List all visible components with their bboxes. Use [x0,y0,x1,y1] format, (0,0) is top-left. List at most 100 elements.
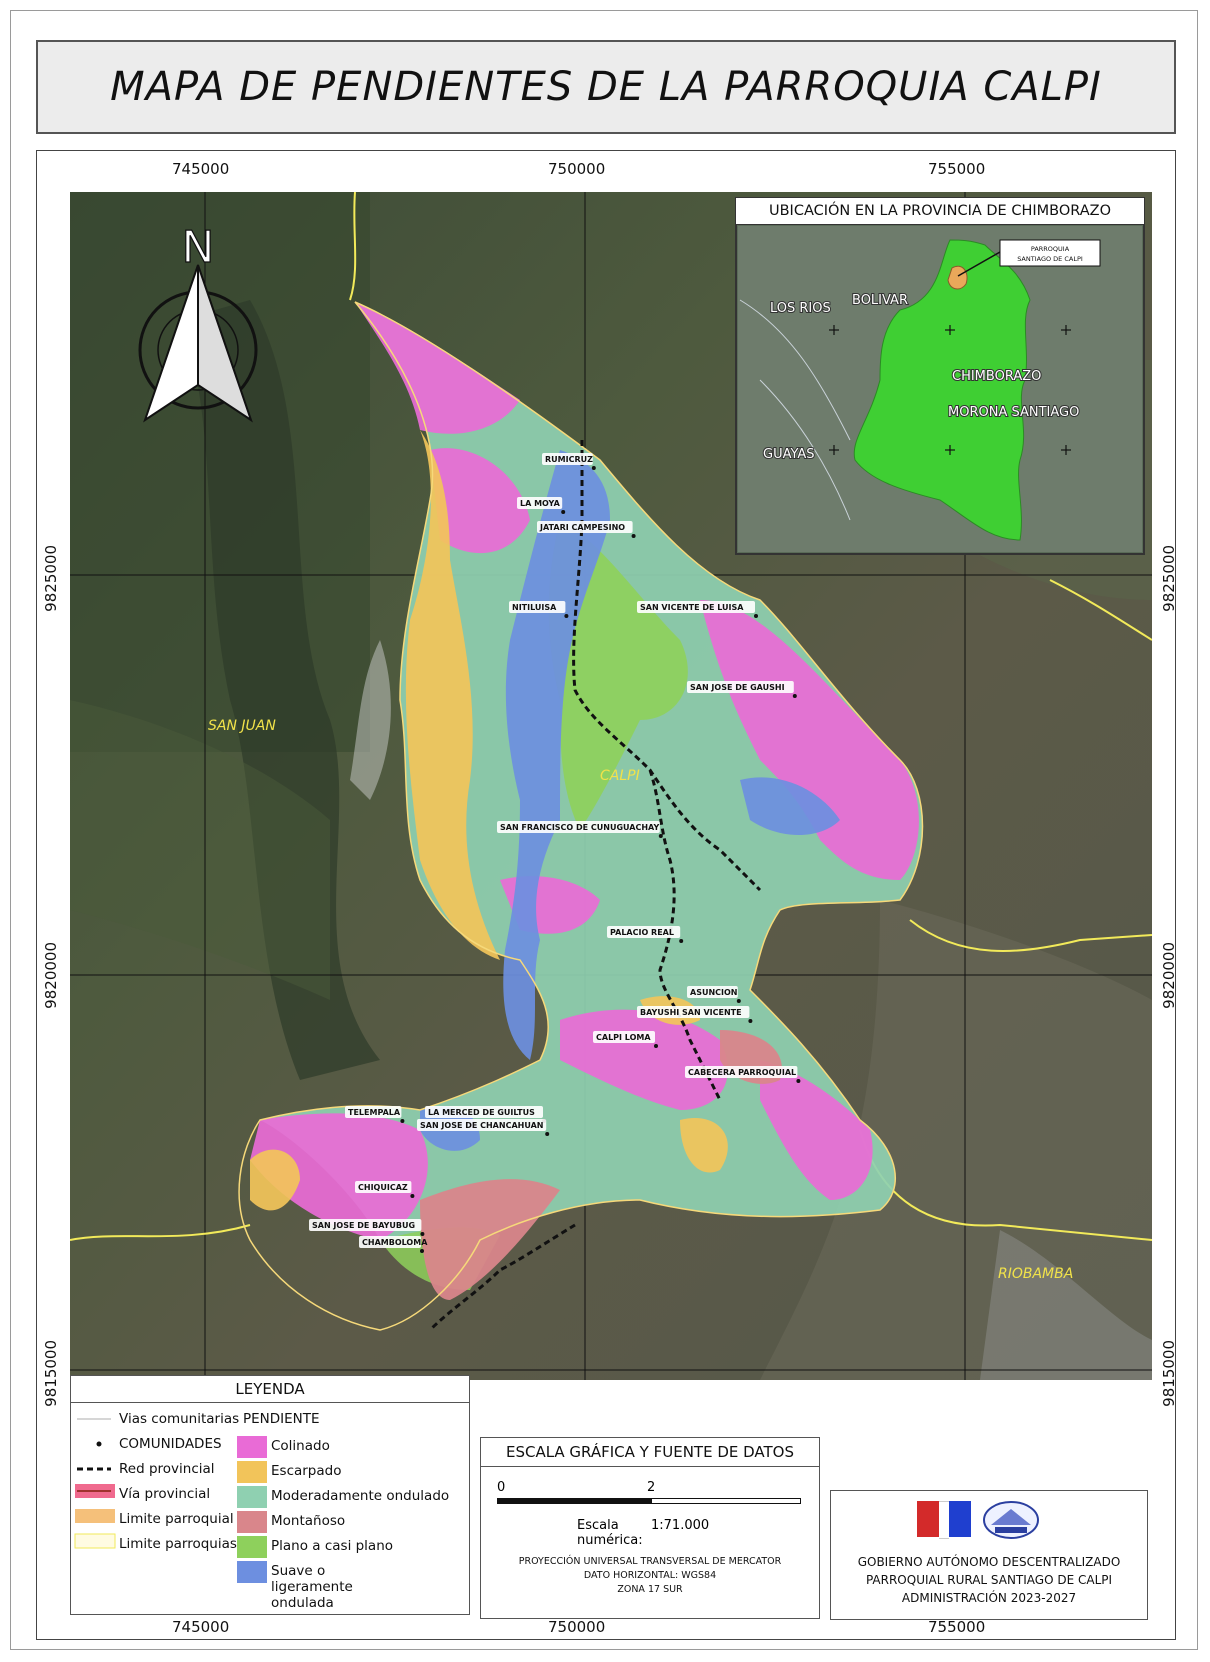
community-name: CHAMBOLOMA [362,1238,428,1247]
community-name: CABECERA PARROQUIAL [688,1068,796,1077]
institution-line-2: PARROQUIAL RURAL SANTIAGO DE CALPI [865,1573,1113,1587]
legend-class-label: Suave o ligeramente ondulada [271,1563,353,1611]
legend-pendiente-title: PENDIENTE [243,1411,320,1427]
community-point-icon [420,1232,425,1236]
community-point-icon [410,1194,415,1198]
legend-class-label: Colinado [271,1438,330,1454]
proj-line-3: ZONA 17 SUR [617,1584,683,1595]
coord-bottom-1: 745000 [172,1618,230,1636]
scale-escala-label: Escala numérica: [577,1518,643,1548]
inset-label-morona: MORONA SANTIAGO [948,405,1079,420]
community-point-icon [564,614,569,618]
proj-line-2: DATO HORIZONTAL: WGS84 [583,1570,717,1581]
inset-label-bolivar: BOLIVAR [852,293,908,308]
legend-swatch [237,1486,267,1508]
slope-montanoso [420,1179,560,1300]
legend-class-label: Plano a casi plano [271,1538,394,1554]
community-label: CHAMBOLOMA [359,1236,428,1253]
slope-colinado [760,1060,873,1200]
legend-class-label: Moderadamente ondulado [271,1488,450,1504]
community-name: SAN VICENTE DE LUISA [640,603,744,612]
red-provincial [428,440,762,1332]
map-title: MAPA DE PENDIENTES DE LA PARROQUIA CALPI [110,64,1102,110]
inset-label-guayas: GUAYAS [763,447,815,462]
community-name: ASUNCION [690,988,738,997]
map-frame [36,150,1176,1640]
scale-bar [497,1498,651,1504]
community-label: PALACIO REAL [607,926,684,943]
legend-swatch [237,1561,267,1583]
community-point-icon [420,1249,424,1253]
community-name: BAYUSHI SAN VICENTE [640,1008,742,1017]
legend-swatch [237,1511,267,1533]
page-frame [10,10,1198,1650]
slope-suave [740,777,840,835]
community-label: SAN JOSE DE BAYUBUG [309,1219,425,1236]
community-name: LA MOYA [520,499,561,508]
coord-bottom-2: 750000 [548,1618,606,1636]
proj-line-1: PROYECCIÓN UNIVERSAL TRANSVERSAL DE MERC… [518,1556,782,1567]
coord-top-3: 755000 [928,160,986,178]
community-name: TELEMPALA [348,1108,401,1117]
legend-class-label: Montañoso [271,1513,346,1529]
community-label: ASUNCION [687,986,741,1003]
community-label: SAN VICENTE DE LUISA [637,601,758,618]
legend-swatch [237,1536,267,1558]
community-name: RUMICRUZ [545,455,593,464]
north-letter: N [182,222,215,273]
slope-colinado [700,600,919,880]
flag-white-icon [939,1501,949,1539]
coord-top-2: 750000 [548,160,606,178]
legend-line-5: Limite parroquial [119,1511,234,1527]
town-san-juan: SAN JUAN [208,718,276,734]
slope-colinado [430,448,530,554]
community-point-icon [796,1079,801,1083]
flag-blue-icon [949,1501,971,1537]
legend-line-2: COMUNIDADES [119,1436,222,1452]
slope-escarpado [405,430,500,960]
institution-line-1: GOBIERNO AUTÓNOMO DESCENTRALIZADO [857,1555,1121,1569]
parish-seal-icon [983,1501,1039,1539]
community-label: SAN FRANCISCO DE CUNUGUACHAY [497,821,663,838]
north-arrow-icon: N [138,221,258,423]
community-label: LA MOYA [517,497,566,514]
community-label: TELEMPALA [345,1106,405,1123]
scale-title: ESCALA GRÁFICA Y FUENTE DE DATOS [481,1438,819,1467]
community-point-icon [561,510,566,514]
community-point-icon [754,614,758,618]
institution-line-3: ADMINISTRACIÓN 2023-2027 [901,1591,1077,1605]
community-point-icon [545,1132,550,1136]
community-labels: RUMICRUZ LA MOYA JATARI CAMPESINO NITILUISA… [309,453,801,1253]
legend-title: LEYENDA [71,1376,469,1403]
legend-class-label: Escarpado [271,1463,342,1479]
community-point-icon [400,1119,405,1123]
legend-line-4: Vía provincial [119,1486,211,1502]
scale-box: ESCALA GRÁFICA Y FUENTE DE DATOS 0 2 Esc… [480,1437,820,1619]
community-label: CHIQUICAZ [355,1181,415,1198]
legend: LEYENDA Vias comunitarias COMUNIDADES Re… [70,1375,470,1615]
slope-colinado [250,1113,428,1240]
community-label: SAN JOSE DE GAUSHI [687,681,797,698]
legend-line-6: Limite parroquias [119,1536,237,1552]
community-point-icon [654,1044,658,1048]
community-name: LA MERCED DE GUILTUS [428,1108,535,1117]
community-name: CALPI LOMA [596,1033,651,1042]
community-label: JATARI CAMPESINO [537,521,636,538]
community-name: SAN JOSE DE CHANCAHUAN [420,1121,543,1130]
inset-callout-2: SANTIAGO DE CALPI [1017,255,1083,263]
community-name: NITILUISA [512,603,557,612]
scale-escala-value: 1:71.000 [651,1518,710,1533]
inset-map: PARROQUIA SANTIAGO DE CALPI LOS RIOS BOL… [735,197,1145,555]
legend-line-3: Red provincial [119,1461,215,1477]
scale-tick-2: 2 [647,1480,656,1495]
inset-label-chimborazo: CHIMBORAZO [952,369,1041,384]
community-point-icon [748,1019,753,1023]
community-point-icon [591,466,596,470]
slope-escarpado [680,1118,728,1173]
coord-top-1: 745000 [172,160,230,178]
community-point-icon [658,834,663,838]
community-name: SAN FRANCISCO DE CUNUGUACHAY [500,823,659,832]
community-point-icon [631,534,636,538]
community-name: SAN JOSE DE GAUSHI [690,683,785,692]
